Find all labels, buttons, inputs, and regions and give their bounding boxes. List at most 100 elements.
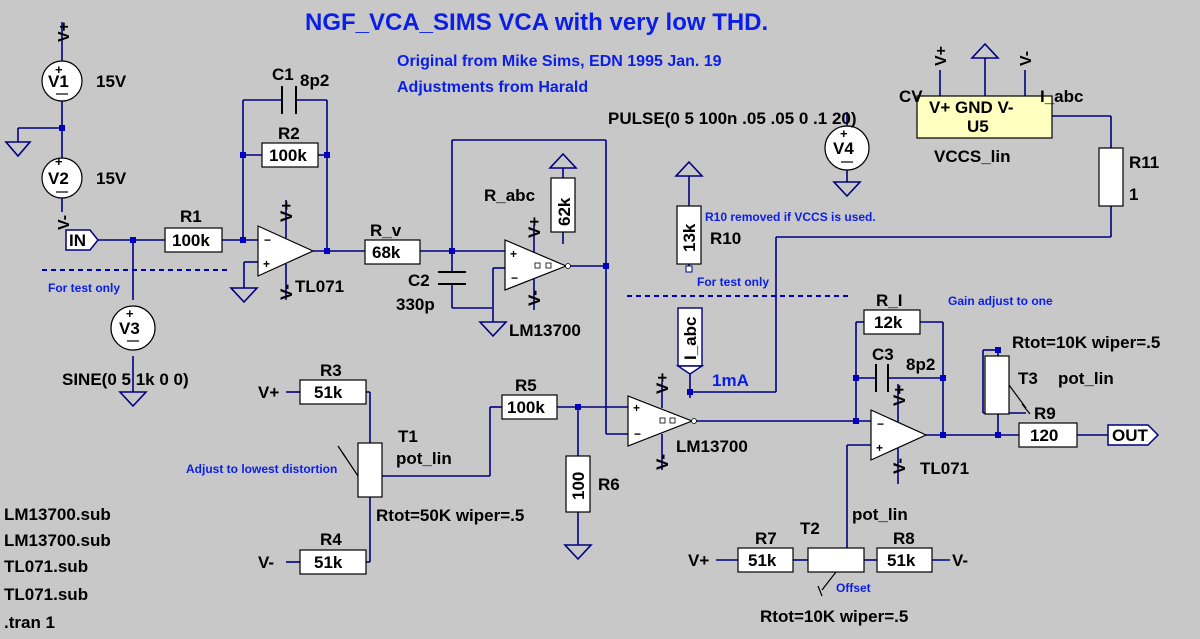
- resistor-r-abc[interactable]: 62k R_abc: [484, 177, 576, 233]
- opamp-u4[interactable]: − + V+ V- TL071: [870, 384, 969, 484]
- c2-name: C2: [408, 271, 430, 290]
- u5-cv: CV: [899, 87, 923, 106]
- r-i-name: R_I: [876, 291, 902, 310]
- u3-model: LM13700: [676, 437, 748, 456]
- source-v2[interactable]: + V2 15V: [41, 154, 127, 199]
- iabc-label: I_abc: [681, 317, 700, 360]
- r6-value: 100: [569, 472, 588, 500]
- resistor-r5[interactable]: 100k R5: [501, 376, 558, 420]
- flag-r3-vplus: V+: [258, 383, 279, 402]
- resistor-r8[interactable]: 51k R8: [876, 529, 933, 573]
- note-gain-adjust: Gain adjust to one: [948, 294, 1053, 308]
- port-in-label: IN: [69, 231, 86, 250]
- u1-vminus-label: V-: [277, 284, 296, 300]
- capacitor-c1[interactable]: C1 8p2: [272, 65, 329, 114]
- svg-text:+: +: [840, 126, 848, 141]
- t1-model: pot_lin: [396, 449, 452, 468]
- r-i-value: 12k: [874, 313, 903, 332]
- u2-model: LM13700: [509, 321, 581, 340]
- pot-t1[interactable]: T1 pot_lin Rtot=50K wiper=.5: [337, 427, 524, 525]
- resistor-r10[interactable]: 13k R10: [676, 205, 741, 273]
- source-v3[interactable]: + V3 SINE(0 5 1k 0 0): [62, 305, 189, 389]
- c3-name: C3: [872, 345, 894, 364]
- resistor-r3[interactable]: 51k R3: [299, 361, 367, 405]
- resistor-r11[interactable]: R11 1: [1098, 147, 1159, 207]
- v1-value: 15V: [96, 72, 127, 91]
- r8-name: R8: [893, 529, 915, 548]
- c2-value: 330p: [396, 295, 435, 314]
- v2-name: V2: [48, 169, 69, 188]
- r11-name: R11: [1129, 153, 1159, 172]
- resistor-r-v[interactable]: 68k R_v: [364, 221, 421, 265]
- resistor-r1[interactable]: 100k R1: [164, 207, 223, 253]
- t2-model: pot_lin: [852, 505, 908, 524]
- source-v1[interactable]: + V1 15V: [41, 60, 127, 102]
- r1-name: R1: [180, 207, 202, 226]
- vccs-u5[interactable]: V+ GND V- U5 CV I_abc VCCS_lin: [899, 87, 1083, 166]
- u5-model: VCCS_lin: [934, 147, 1011, 166]
- directive-3: TL071.sub: [4, 557, 88, 576]
- schematic-subtitle-1: Original from Mike Sims, EDN 1995 Jan. 1…: [397, 53, 722, 70]
- u5-iabc: I_abc: [1040, 87, 1083, 106]
- opamp-u1[interactable]: − + V+ V- TL071: [257, 200, 344, 300]
- u5-name: U5: [967, 117, 989, 136]
- t1-params: Rtot=50K wiper=.5: [376, 506, 524, 525]
- v3-value: SINE(0 5 1k 0 0): [62, 370, 189, 389]
- note-for-test-1: For test only: [48, 281, 120, 295]
- capacitor-c3[interactable]: C3 8p2: [872, 345, 935, 392]
- pot-t3[interactable]: Rtot=10K wiper=.5 T3 pot_lin: [984, 333, 1160, 415]
- resistor-r9[interactable]: 120 R9: [1018, 404, 1078, 448]
- c1-name: C1: [272, 65, 294, 84]
- svg-text:+: +: [126, 306, 134, 321]
- v4-name: V4: [833, 139, 854, 158]
- r3-value: 51k: [314, 383, 343, 402]
- port-out[interactable]: OUT: [1107, 424, 1160, 446]
- t3-model: pot_lin: [1058, 369, 1114, 388]
- r2-name: R2: [278, 124, 300, 143]
- svg-text:−: −: [511, 271, 518, 285]
- port-out-label: OUT: [1112, 426, 1149, 445]
- t2-name: T2: [800, 519, 820, 538]
- supply-arrows: [548, 42, 1000, 177]
- resistor-r6[interactable]: 100 R6: [565, 455, 620, 513]
- r4-name: R4: [320, 530, 342, 549]
- flag-u5-vplus: V+: [933, 46, 950, 66]
- r1-value: 100k: [172, 231, 210, 250]
- r10-value: 13k: [680, 223, 699, 252]
- opamp-u3[interactable]: + − V+ V- LM13700: [627, 373, 748, 470]
- svg-text:+: +: [876, 441, 883, 455]
- port-in[interactable]: IN: [65, 229, 99, 251]
- comments: For test only For test only R10 removed …: [48, 210, 1053, 595]
- net-flags: V+ V- V+ V- V+ V- V+ V-: [56, 22, 1035, 572]
- t2-params: Rtot=10K wiper=.5: [760, 607, 908, 626]
- r5-value: 100k: [507, 398, 545, 417]
- resistor-r-i[interactable]: 12k R_I: [863, 291, 921, 335]
- directive-2: LM13700.sub: [4, 531, 111, 550]
- capacitor-c2[interactable]: C2 330p: [396, 271, 466, 314]
- c1-value: 8p2: [300, 71, 329, 90]
- resistor-r4[interactable]: 51k R4: [299, 530, 367, 575]
- ground-symbols: [4, 141, 862, 561]
- opamp-u2[interactable]: + − V+ V- LM13700: [504, 217, 581, 340]
- r-abc-name: R_abc: [484, 186, 535, 205]
- t3-params: Rtot=10K wiper=.5: [1012, 333, 1160, 352]
- note-for-test-2: For test only: [697, 275, 769, 289]
- v2-value: 15V: [96, 169, 127, 188]
- r7-value: 51k: [748, 551, 777, 570]
- resistor-r7[interactable]: 51k R7: [737, 529, 794, 573]
- schematic-title: NGF_VCA_SIMS VCA with very low THD.: [305, 9, 768, 36]
- pot-t2[interactable]: T2 pot_lin Rtot=10K wiper=.5: [760, 505, 908, 626]
- r10-name: R10: [710, 229, 741, 248]
- t1-name: T1: [398, 427, 418, 446]
- u2-vplus-label: V+: [525, 217, 544, 238]
- svg-text:+: +: [633, 401, 640, 415]
- r9-name: R9: [1034, 404, 1056, 423]
- u5-pins: V+ GND V-: [929, 98, 1014, 117]
- wires: [17, 48, 1112, 563]
- iabc-value: 1mA: [712, 371, 749, 390]
- source-v4[interactable]: + V4 PULSE(0 5 100n .05 .05 0 .1 20): [608, 109, 870, 171]
- v3-name: V3: [119, 319, 140, 338]
- r11-value: 1: [1129, 185, 1138, 204]
- resistor-r2[interactable]: 100k R2: [261, 124, 319, 168]
- t3-name: T3: [1018, 369, 1038, 388]
